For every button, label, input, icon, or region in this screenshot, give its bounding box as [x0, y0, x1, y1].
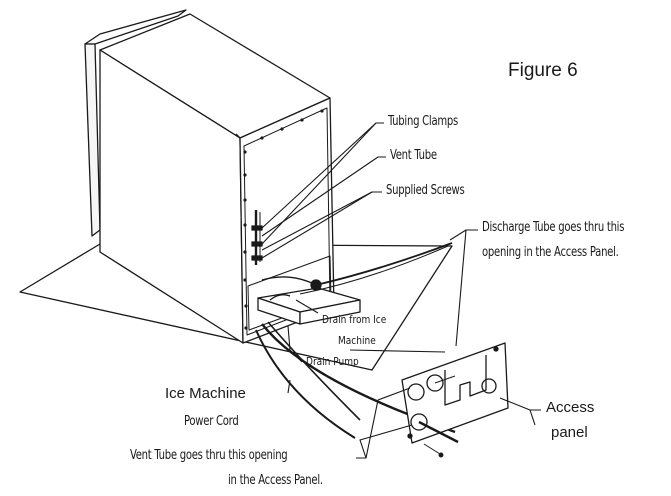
leader-drain-pump — [287, 325, 303, 363]
drain-pump — [257, 276, 361, 325]
label-supplied-screws: Supplied Screws — [386, 183, 465, 198]
label-drain-pump: Drain Pump — [306, 355, 359, 368]
power-cord — [261, 323, 456, 434]
label-vent-opening-line2: in the Access Panel. — [228, 473, 323, 488]
leader-discharge — [449, 229, 478, 241]
label-access-line2: panel — [551, 424, 588, 441]
label-power-cord: Power Cord — [184, 414, 239, 429]
label-vent-tube: Vent Tube — [390, 148, 437, 163]
access-panel — [401, 342, 509, 458]
leader-vent-opening — [356, 387, 411, 459]
label-drain-from-line1: Drain from Ice — [322, 313, 387, 326]
leader-vent-tube — [261, 156, 386, 237]
label-access-line1: Access — [546, 399, 595, 416]
leader-drain-from — [295, 299, 319, 314]
label-vent-opening-line1: Vent Tube goes thru this opening — [130, 448, 288, 463]
label-ice-machine: Ice Machine — [165, 385, 246, 402]
label-tubing-clamps: Tubing Clamps — [388, 114, 459, 129]
label-discharge-line2: opening in the Access Panel. — [482, 245, 619, 260]
label-discharge-line1: Discharge Tube goes thru this — [482, 220, 625, 235]
leader-power-cord — [287, 379, 291, 394]
floor-outline — [19, 243, 453, 371]
ice-machine-cabinet — [84, 9, 335, 344]
vent-tube-path — [255, 329, 356, 439]
label-drain-from-line2: Machine — [338, 334, 376, 347]
figure-title: Figure 6 — [508, 60, 578, 81]
discharge-tube — [315, 242, 453, 286]
